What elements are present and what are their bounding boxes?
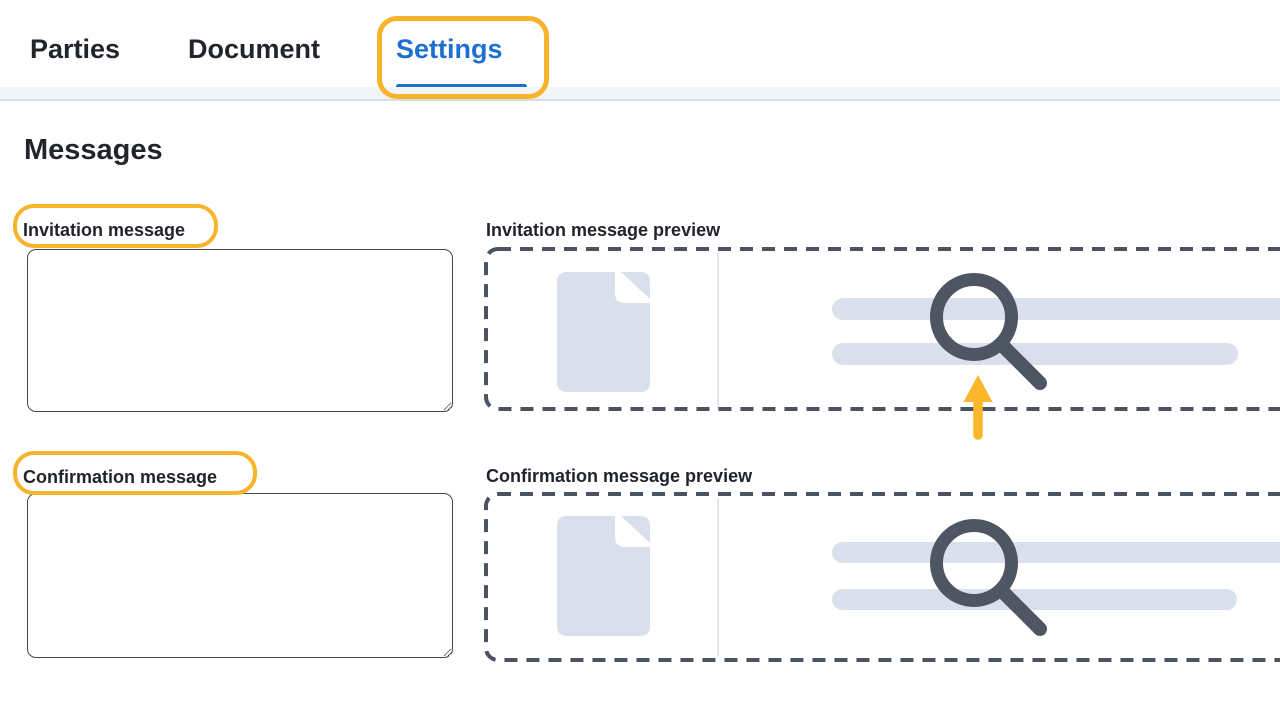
subnav-divider-bar (0, 87, 1280, 101)
document-placeholder-icon (557, 516, 650, 636)
tab-parties[interactable]: Parties (30, 34, 121, 64)
preview-divider-line (717, 253, 719, 409)
invitation-message-input[interactable] (27, 249, 453, 412)
page-title: Messages (24, 134, 163, 166)
confirmation-message-label: Confirmation message (23, 467, 218, 487)
arrow-up-icon (963, 375, 993, 440)
document-placeholder-icon (557, 272, 650, 392)
active-tab-underline (396, 84, 527, 89)
skeleton-text-bar (832, 542, 1280, 563)
skeleton-text-bar (832, 298, 1280, 320)
tab-settings[interactable]: Settings (396, 34, 503, 64)
preview-divider-line (717, 498, 719, 656)
tab-document[interactable]: Document (188, 34, 321, 64)
confirmation-message-input[interactable] (27, 493, 453, 658)
confirmation-preview-label: Confirmation message preview (486, 466, 753, 486)
magnifier-icon (930, 519, 1047, 636)
invitation-preview-label: Invitation message preview (486, 220, 721, 240)
invitation-message-label: Invitation message (23, 220, 186, 240)
